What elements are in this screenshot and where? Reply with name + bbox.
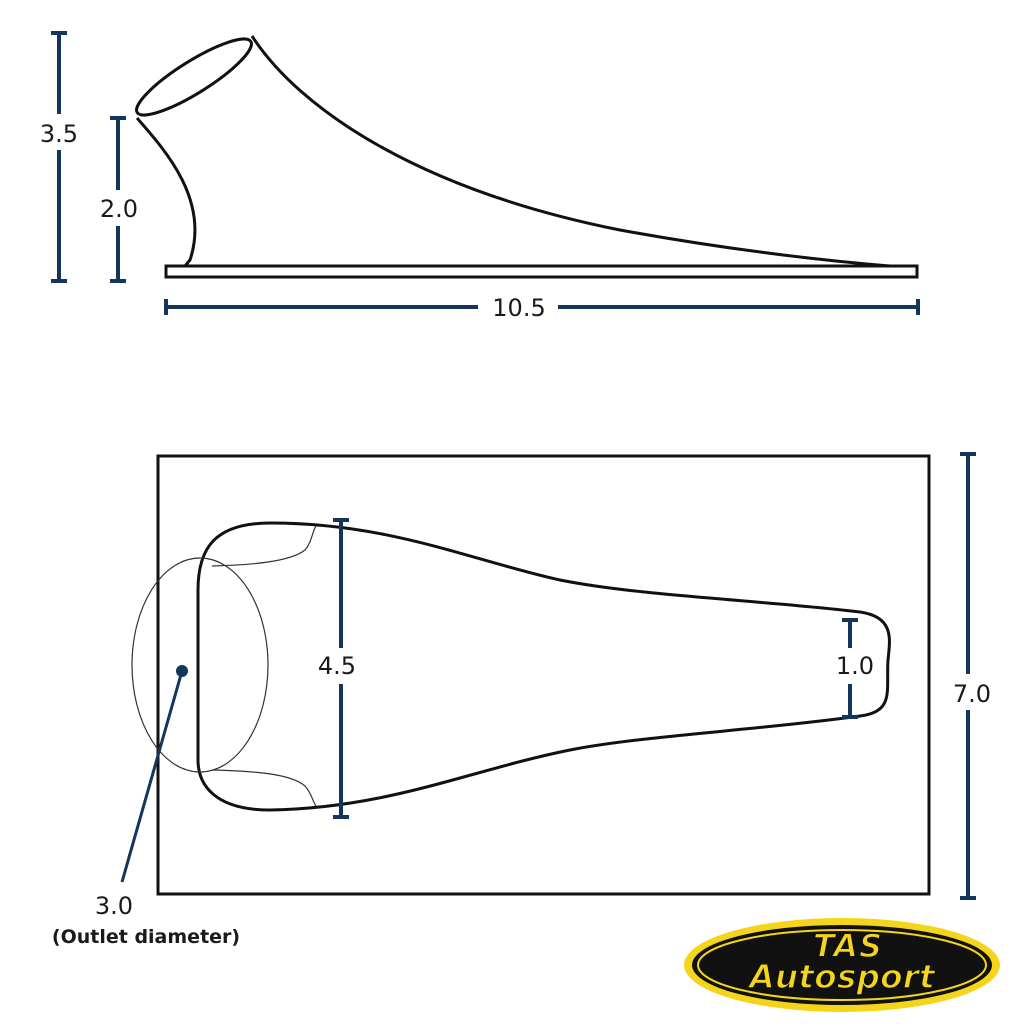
outlet-diameter-note: (Outlet diameter) — [52, 926, 240, 948]
outlet-diameter-label: 3.0 — [95, 892, 133, 920]
logo-inner-ring — [697, 929, 987, 1001]
side-base-plate — [164, 264, 919, 279]
height-outlet-label: 2.0 — [100, 195, 138, 223]
outlet-diameter-callout: 3.0 (Outlet diameter) — [52, 665, 240, 948]
inlet-fillet-bottom — [211, 769, 317, 807]
logo-line1: TAS — [813, 927, 883, 965]
dim-base-width: 7.0 — [946, 452, 1000, 900]
inlet-fillet-top — [211, 525, 317, 567]
scoop-side-profile — [135, 35, 891, 268]
dim-height-total: 3.5 — [34, 31, 84, 283]
dim-tip-width: 1.0 — [828, 618, 882, 719]
base-width-label: 7.0 — [953, 680, 991, 708]
top-view: 4.5 1.0 7.0 3.0 (Outlet diameter) — [52, 452, 1000, 948]
scoop-outlet-ellipse — [135, 37, 253, 117]
logo-inner-fill — [692, 925, 992, 1005]
dim-inlet-width: 4.5 — [312, 518, 372, 819]
tas-autosport-logo: TAS Autosport — [684, 918, 1000, 1012]
inlet-width-label: 4.5 — [318, 652, 356, 680]
height-total-label: 3.5 — [40, 120, 78, 148]
tip-width-label: 1.0 — [836, 652, 874, 680]
side-view: 3.5 2.0 10.5 — [34, 31, 920, 324]
length-label: 10.5 — [492, 294, 545, 322]
dim-height-outlet: 2.0 — [94, 116, 144, 283]
outlet-circle — [131, 557, 269, 773]
logo-line2: Autosport — [746, 957, 936, 996]
dim-length: 10.5 — [164, 290, 920, 324]
scoop-top-profile — [196, 521, 891, 812]
top-base-plate — [156, 454, 931, 896]
